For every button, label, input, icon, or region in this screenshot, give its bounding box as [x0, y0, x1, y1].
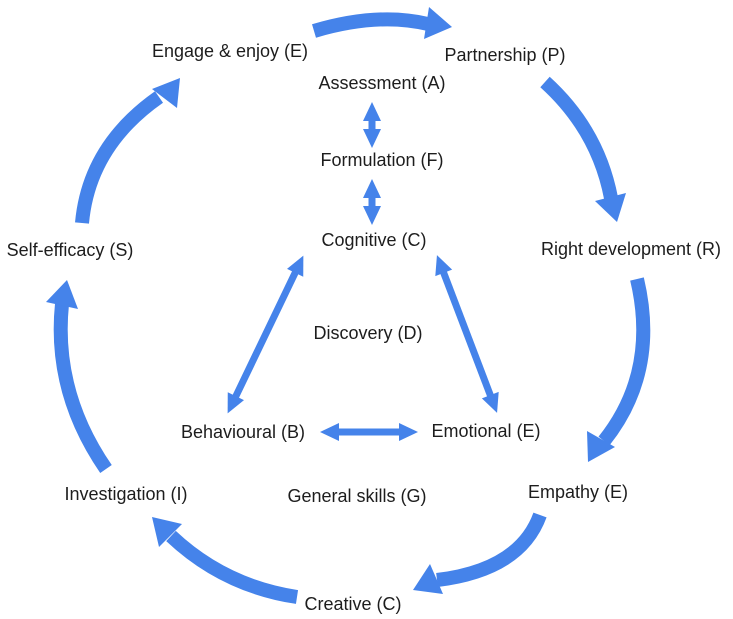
label-empathy: Empathy (E) — [527, 482, 629, 503]
label-general-skills: General skills (G) — [287, 486, 427, 507]
double-arrow-cognitive-behavioural — [227, 255, 304, 414]
arc-partnership-to-right-development — [540, 76, 626, 222]
arc-creative-to-investigation — [152, 517, 299, 604]
arc-investigation-to-self-efficacy — [46, 280, 112, 473]
label-assessment: Assessment (A) — [318, 73, 446, 94]
label-self-efficacy: Self-efficacy (S) — [6, 240, 134, 261]
label-formulation: Formulation (F) — [320, 150, 444, 171]
label-cognitive: Cognitive (C) — [321, 230, 427, 251]
arc-empathy-to-creative — [413, 512, 547, 594]
label-engage-enjoy: Engage & enjoy (E) — [151, 41, 309, 62]
label-right-development: Right development (R) — [540, 239, 722, 260]
label-creative: Creative (C) — [304, 594, 402, 615]
arc-engage-to-partnership — [312, 7, 452, 39]
label-behavioural: Behavioural (B) — [180, 422, 306, 443]
arc-self-efficacy-to-engage — [75, 78, 180, 224]
label-partnership: Partnership (P) — [444, 45, 566, 66]
label-discovery: Discovery (D) — [313, 323, 423, 344]
label-emotional: Emotional (E) — [431, 421, 541, 442]
arc-right-development-to-empathy — [587, 277, 651, 462]
double-arrow-cognitive-emotional — [435, 255, 499, 413]
label-investigation: Investigation (I) — [64, 484, 188, 505]
